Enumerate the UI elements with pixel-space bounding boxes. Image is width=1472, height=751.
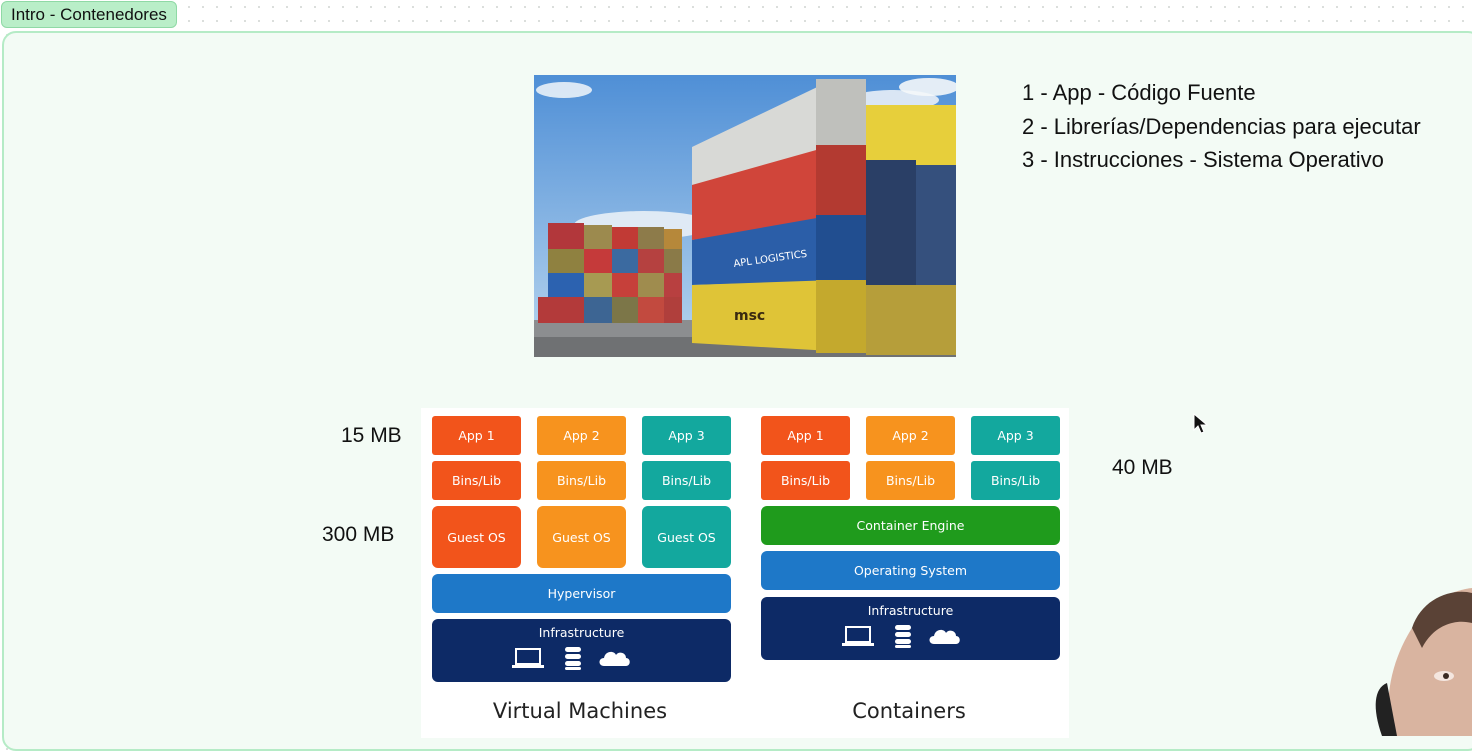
container-bins-lib-3: Bins/Lib	[971, 461, 1060, 500]
database-icon	[565, 647, 581, 670]
vm-app-3: App 3	[642, 416, 731, 455]
note-item: 3 - Instrucciones - Sistema Operativo	[1022, 147, 1384, 172]
notes-list: 1 - App - Código Fuente 2 - Librerías/De…	[1022, 78, 1421, 179]
database-icon	[895, 625, 911, 648]
hypervisor-layer: Hypervisor	[432, 574, 731, 613]
vm-guest-os-3: Guest OS	[642, 506, 731, 568]
os-size-label: 300 MB	[322, 523, 395, 546]
vm-caption: Virtual Machines	[492, 699, 668, 723]
vm-app-1: App 1	[432, 416, 521, 455]
mouse-cursor-icon	[1193, 413, 1209, 434]
operating-system-layer: Operating System	[761, 551, 1060, 590]
vm-guest-os-1: Guest OS	[432, 506, 521, 568]
laptop-icon	[842, 626, 874, 646]
vm-bins-lib-1: Bins/Lib	[432, 461, 521, 500]
container-engine-layer: Container Engine	[761, 506, 1060, 545]
vm-bins-lib-2: Bins/Lib	[537, 461, 626, 500]
laptop-icon	[512, 648, 544, 668]
container-app-1: App 1	[761, 416, 850, 455]
vm-infrastructure-label: Infrastructure	[538, 625, 625, 640]
webcam-overlay	[1375, 588, 1472, 736]
container-infra-icons	[841, 622, 963, 650]
cloud-icon	[929, 629, 960, 644]
container-bins-lib-2: Bins/Lib	[866, 461, 955, 500]
app-size-label: 15 MB	[341, 424, 402, 447]
shipping-containers-photo: APL LOGISTICS msc	[534, 75, 956, 357]
container-app-2: App 2	[866, 416, 955, 455]
vm-infra-icons	[511, 644, 633, 672]
slide-tab-title[interactable]: Intro - Contenedores	[1, 1, 177, 28]
container-size-label: 40 MB	[1112, 456, 1173, 479]
svg-text:msc: msc	[734, 308, 765, 324]
containers-caption: Containers	[852, 699, 966, 723]
cloud-icon	[599, 651, 630, 666]
container-app-3: App 3	[971, 416, 1060, 455]
vm-guest-os-2: Guest OS	[537, 506, 626, 568]
note-item: 2 - Librerías/Dependencias para ejecutar	[1022, 113, 1421, 139]
container-bins-lib-1: Bins/Lib	[761, 461, 850, 500]
vm-infrastructure-layer: Infrastructure	[432, 619, 731, 682]
vm-app-2: App 2	[537, 416, 626, 455]
note-item: 1 - App - Código Fuente	[1022, 80, 1256, 105]
vm-bins-lib-3: Bins/Lib	[642, 461, 731, 500]
container-infrastructure-label: Infrastructure	[867, 603, 954, 618]
vm-vs-containers-diagram: App 1 App 2 App 3 Bins/Lib Bins/Lib Bins…	[421, 408, 1069, 738]
